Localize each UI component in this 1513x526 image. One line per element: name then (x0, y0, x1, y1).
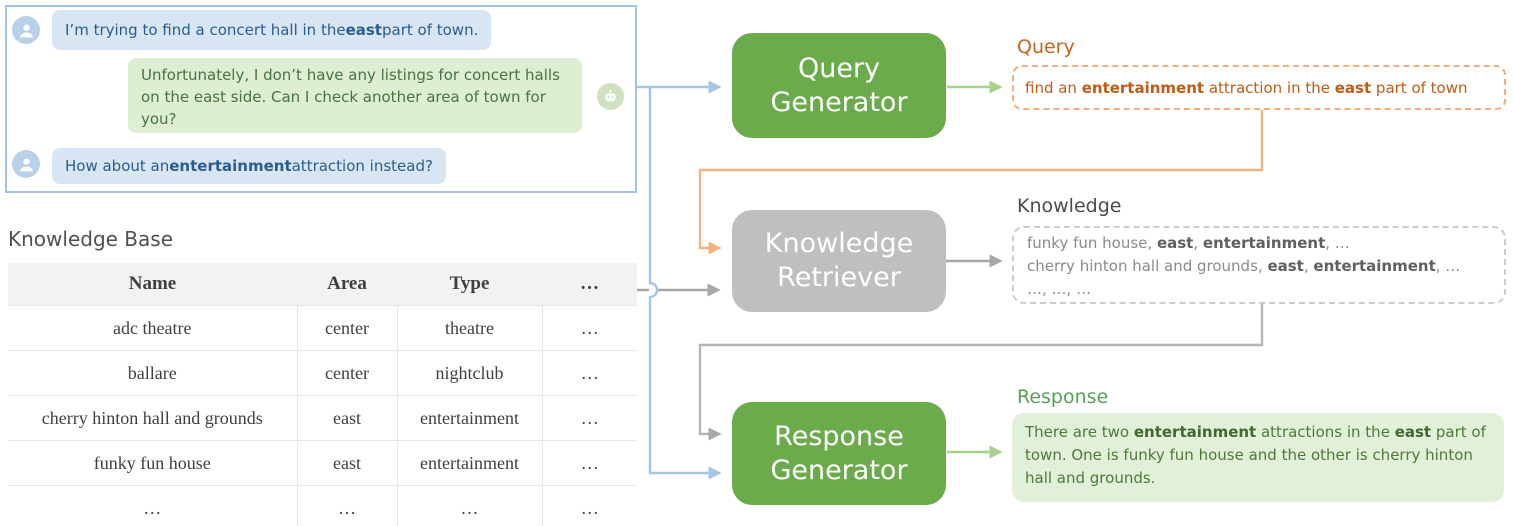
arrow-query-to-retriever (698, 110, 1264, 255)
kb-cell: … (541, 305, 637, 351)
kb-cell: center (296, 305, 397, 351)
response-output-box: There are two entertainment attractions … (1012, 413, 1504, 502)
kb-cell: east (296, 440, 397, 486)
kb-cell: east (296, 395, 397, 441)
knowledge-retriever-box: Knowledge Retriever (732, 210, 946, 312)
kb-col-type: Type (397, 263, 542, 306)
bot-avatar-icon (597, 83, 624, 110)
knowledge-output-label: Knowledge (1017, 195, 1122, 217)
kb-cell: … (541, 350, 637, 396)
user-avatar-icon (12, 150, 40, 178)
arrow-knowledge-to-responsegen (698, 304, 1264, 441)
knowledge-line: …, …, … (1027, 280, 1092, 298)
query-generator-box: Query Generator (732, 33, 946, 138)
kb-row: funky fun house east entertainment … (8, 440, 637, 486)
query-generator-label: Query Generator (770, 52, 908, 118)
kb-cell: … (396, 485, 542, 526)
kb-cell: ballare (8, 350, 297, 396)
chat-message-user-1: I’m trying to find a concert hall in the… (52, 10, 492, 50)
kb-cell: … (296, 485, 397, 526)
kb-cell: theatre (396, 305, 542, 351)
kb-cell: cherry hinton hall and grounds (8, 395, 297, 441)
kb-cell: … (8, 485, 297, 526)
kb-cell: … (541, 395, 637, 441)
kb-cell: entertainment (396, 395, 542, 441)
response-generator-box: Response Generator (732, 402, 946, 505)
query-output-text: find an entertainment attraction in the … (1025, 78, 1468, 97)
kb-col-more: … (542, 263, 637, 306)
dialogue-history-panel: I’m trying to find a concert hall in the… (5, 5, 637, 193)
knowledge-line: funky fun house, east, entertainment, … (1027, 234, 1350, 252)
kb-row: cherry hinton hall and grounds east ente… (8, 395, 637, 441)
user-avatar-icon (12, 16, 40, 44)
knowledge-retriever-label: Knowledge Retriever (764, 228, 914, 293)
response-output-text: There are two entertainment attractions … (1025, 423, 1486, 487)
kb-cell: nightclub (396, 350, 542, 396)
kb-col-name: Name (8, 263, 297, 306)
chat-message-system: Unfortunately, I don’t have any listings… (128, 58, 582, 133)
response-output-label: Response (1017, 386, 1109, 408)
kb-row: … … … … (8, 485, 637, 526)
chat-message-user-2: How about an entertainment attraction in… (52, 148, 446, 184)
response-generator-label: Response Generator (770, 420, 908, 486)
kb-cell: … (541, 485, 637, 526)
query-output-label: Query (1017, 36, 1075, 58)
kb-cell: center (296, 350, 397, 396)
query-output-box: find an entertainment attraction in the … (1012, 65, 1506, 110)
knowledge-base-table: Name Area Type … adc theatre center thea… (8, 263, 637, 526)
arrow-chat-to-responsegen (648, 87, 722, 480)
knowledge-output-box: funky fun house, east, entertainment, … … (1012, 226, 1506, 304)
knowledge-line: cherry hinton hall and grounds, east, en… (1027, 257, 1461, 275)
kb-header-row: Name Area Type … (8, 263, 637, 306)
kb-cell: adc theatre (8, 305, 297, 351)
kb-row: ballare center nightclub … (8, 350, 637, 396)
knowledge-base-title: Knowledge Base (8, 227, 173, 251)
kb-cell: … (541, 440, 637, 486)
kb-col-area: Area (297, 263, 397, 306)
kb-row: adc theatre center theatre … (8, 305, 637, 351)
kb-cell: funky fun house (8, 440, 297, 486)
kb-cell: entertainment (396, 440, 542, 486)
